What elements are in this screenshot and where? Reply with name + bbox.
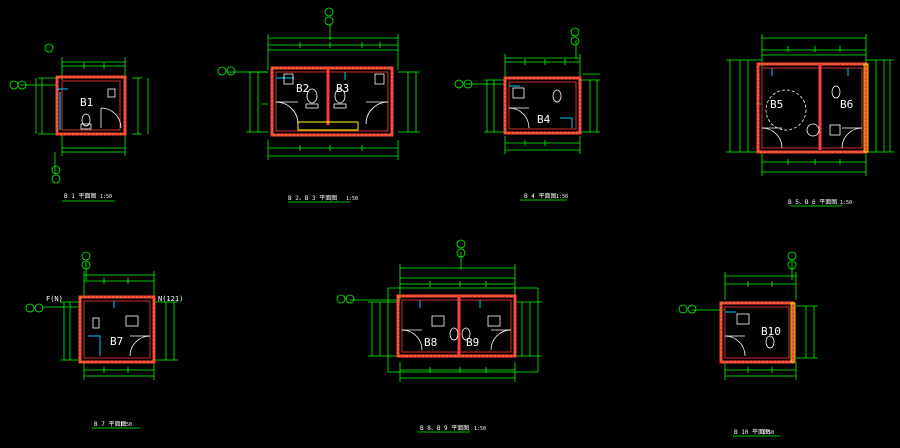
plan-b5-b6: B5 B6 B 5、B 6 平面图 1:50 [726, 34, 894, 207]
plan-b7: B7 F(N) N(121) B 7 平面图 1:50 [25, 251, 183, 429]
plan-b10: B10 B 10 平面图 1:50 [678, 251, 818, 437]
room-label-b3: B3 [336, 82, 349, 95]
plan-scale-b7: 1:50 [120, 422, 132, 428]
plan-b2-b3: B2 B3 B 2、B 3 平面图 1:50 [217, 7, 420, 203]
plan-scale-b5-b6: 1:50 [840, 200, 852, 206]
plan-scale-b4: 1:50 [556, 194, 568, 200]
room-label-b9: B9 [466, 336, 479, 349]
plan-tag-left: F(N) [46, 295, 63, 303]
plan-b4: B4 B 4 平面图 1:50 [454, 27, 600, 201]
plan-tag-right: N(121) [158, 295, 183, 303]
plan-caption-b2-b3: B 2、B 3 平面图 [288, 195, 337, 202]
room-label-b2: B2 [296, 82, 309, 95]
room-label-b7: B7 [110, 335, 123, 348]
plan-scale-b10: 1:50 [762, 430, 774, 436]
plan-caption-b10: B 10 平面图 [734, 429, 770, 436]
plan-caption-b5-b6: B 5、B 6 平面图 [788, 199, 837, 206]
plan-caption-b7: B 7 平面图 [94, 421, 126, 428]
room-label-b8: B8 [424, 336, 437, 349]
plan-scale-b1: 1:50 [100, 194, 112, 200]
plan-b8-b9: B8 B9 B 8、B 9 平面图 1:50 [336, 239, 542, 433]
plan-caption-b1: B 1 平面图 [64, 193, 96, 200]
room-label-b6: B6 [840, 98, 853, 111]
plan-scale-b2-b3: 1:50 [346, 196, 358, 202]
room-label-b1: B1 [80, 96, 93, 109]
plan-caption-b8-b9: B 8、B 9 平面图 [420, 425, 469, 432]
room-label-b10: B10 [761, 325, 781, 338]
plan-caption-b4: B 4 平面图 [524, 193, 556, 200]
room-label-b4: B4 [537, 113, 551, 126]
plan-scale-b8-b9: 1:50 [474, 426, 486, 432]
room-label-b5: B5 [770, 98, 783, 111]
plan-b1: B1 B 1 平面图 1:50 [9, 43, 149, 202]
